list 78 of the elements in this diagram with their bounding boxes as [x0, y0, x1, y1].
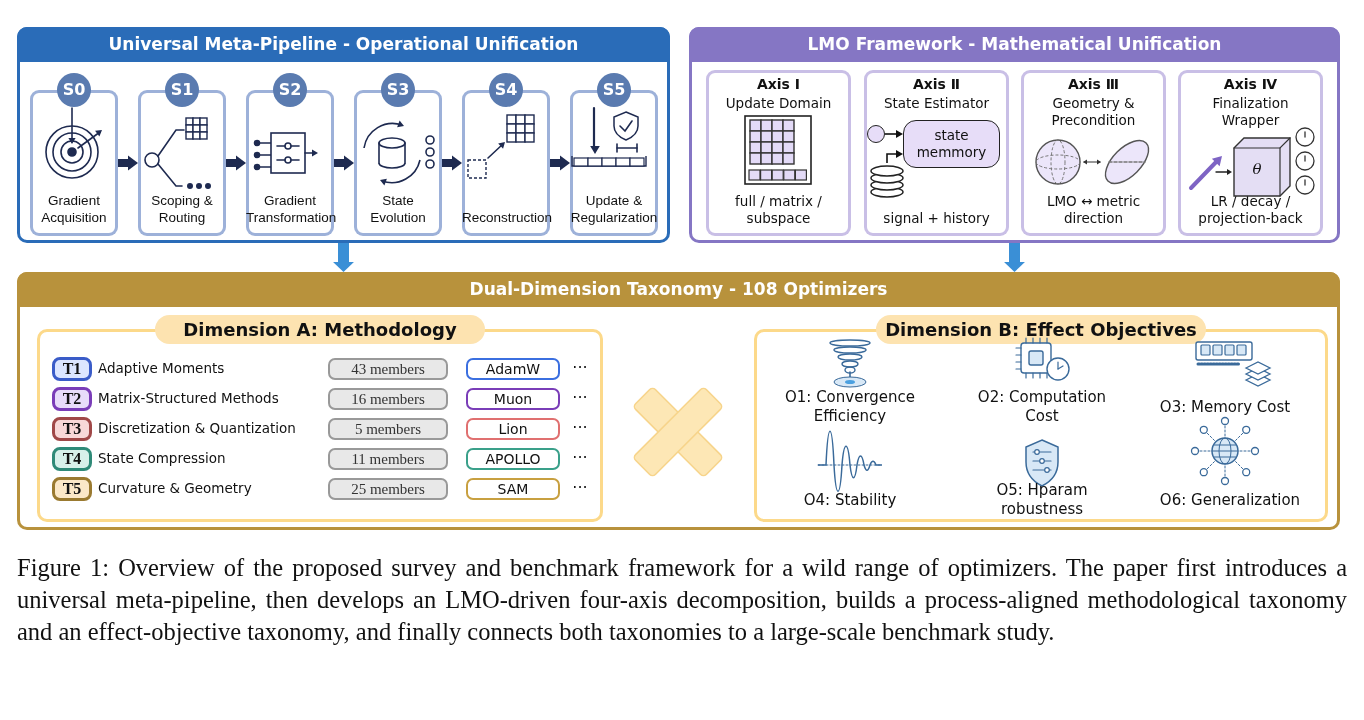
member-count: 5 members	[328, 418, 448, 440]
axis-title: Update Domain	[724, 95, 833, 112]
block-arrow	[442, 155, 462, 171]
optimizer-tag: SAM	[466, 478, 560, 500]
dimension-title: Dimension A: Methodology	[155, 315, 485, 344]
axis-description: LR / decay / projection-back	[1197, 193, 1304, 227]
axis-description: signal + history	[882, 210, 991, 227]
step-label: Gradient Acquisition	[40, 192, 108, 226]
category-name: Curvature & Geometry	[98, 480, 252, 496]
block-arrow	[334, 155, 354, 171]
block-arrow	[550, 155, 570, 171]
member-count: 11 members	[328, 448, 448, 470]
category-tag: T3	[52, 417, 92, 441]
step-number: S4	[489, 73, 523, 107]
axis-number: Axis Ⅱ	[911, 76, 962, 92]
panel-header: LMO Framework - Mathematical Unification	[689, 27, 1340, 62]
block-arrow	[1004, 243, 1025, 272]
category-tag: T5	[52, 477, 92, 501]
category-tag: T4	[52, 447, 92, 471]
step-number: S2	[273, 73, 307, 107]
axis-number: Axis Ⅲ	[1066, 76, 1121, 92]
axis-number: Axis Ⅰ	[755, 76, 802, 92]
panel-header: Dual-Dimension Taxonomy - 108 Optimizers	[17, 272, 1340, 307]
category-name: Matrix-Structured Methods	[98, 390, 279, 406]
circle-node	[867, 125, 885, 143]
axis-title: Finalization Wrapper	[1211, 95, 1290, 129]
optimizer-tag: Muon	[466, 388, 560, 410]
block-arrow	[226, 155, 246, 171]
ellipsis: ···	[571, 448, 589, 467]
category-name: Discretization & Quantization	[98, 420, 296, 436]
step-number: S3	[381, 73, 415, 107]
arrow	[886, 150, 903, 164]
axis-description: LMO ↔ metric direction	[1045, 193, 1142, 227]
member-count: 16 members	[328, 388, 448, 410]
objective-label: O2: Computation Cost	[976, 388, 1108, 426]
category-tag: T1	[52, 357, 92, 381]
objective-label: O4: Stability	[802, 491, 898, 510]
ellipsis: ···	[571, 418, 589, 437]
block-arrow	[118, 155, 138, 171]
ellipsis: ···	[571, 358, 589, 377]
objective-label: O1: Convergence Efficiency	[783, 388, 917, 426]
member-count: 43 members	[328, 358, 448, 380]
objective-label: O6: Generalization	[1158, 491, 1302, 510]
step-number: S1	[165, 73, 199, 107]
objective-label: O3: Memory Cost	[1158, 398, 1292, 417]
member-count: 25 members	[328, 478, 448, 500]
category-name: Adaptive Moments	[98, 360, 225, 376]
step-label: Gradient Transformation	[246, 192, 334, 226]
step-number: S0	[57, 73, 91, 107]
objective-label: O5: Hparam robustness	[995, 481, 1089, 519]
dimension-title: Dimension B: Effect Objectives	[876, 315, 1206, 344]
category-name: State Compression	[98, 450, 226, 466]
panel-header: Universal Meta-Pipeline - Operational Unification	[17, 27, 670, 62]
caption: Figure 1: Overview of the proposed survey and benchmark framework for a wild range of optimizers. The paper first introduces a universal meta-pipeline, then develops an LMO-driven four-axis decomposition, builds a process-aligned methodological taxonomy and an effect-objective taxonomy, and finally connects both taxonomies to a large-scale benchmark study.	[17, 553, 1347, 647]
optimizer-tag: Lion	[466, 418, 560, 440]
database-icon	[869, 163, 905, 199]
panel	[17, 272, 1340, 530]
step-label: Reconstruction	[462, 209, 550, 226]
axis-number: Axis Ⅳ	[1222, 76, 1279, 92]
category-tag: T2	[52, 387, 92, 411]
step-label: State Evolution	[369, 192, 427, 226]
ellipsis: ···	[571, 478, 589, 497]
symbol-label: θ	[1251, 160, 1263, 179]
block-arrow	[333, 243, 354, 272]
axis-card	[864, 70, 1009, 236]
panel	[17, 27, 670, 243]
arrow	[884, 130, 903, 138]
axis-title: State Estimator	[882, 95, 991, 112]
ellipsis: ···	[571, 388, 589, 407]
optimizer-tag: APOLLO	[466, 448, 560, 470]
axis-title: Geometry & Precondition	[1050, 95, 1137, 129]
panel	[689, 27, 1340, 243]
axis-description: full / matrix / subspace	[734, 193, 823, 227]
optimizer-tag: AdamW	[466, 358, 560, 380]
step-label: Update & Regularization	[570, 192, 658, 226]
state-box: state memmory	[903, 120, 1000, 168]
step-number: S5	[597, 73, 631, 107]
step-label: Scoping & Routing	[150, 192, 214, 226]
